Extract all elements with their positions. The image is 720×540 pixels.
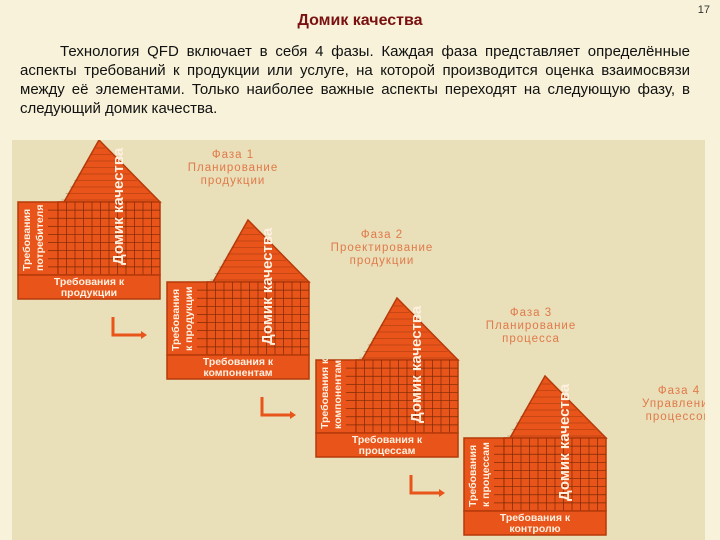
phase-label: Фаза 1 [212,149,254,161]
arrow-head [141,331,147,339]
arrow-head [439,489,445,497]
bottom-label: Требования к [203,356,274,368]
roof-label: Домик качества [556,383,573,501]
phase-arrow [260,397,290,417]
house-roof [58,140,162,203]
house-bottom-bar [17,274,161,300]
side-label: потребителя [34,205,46,271]
phase-arrow [409,475,439,495]
side-label: к продукции [183,287,195,351]
bottom-label: процессам [359,445,416,457]
roof-label: Домик качества [110,147,127,265]
side-label: к процессам [480,442,492,507]
phase-label: Планирование [188,162,278,174]
house-roof [356,296,460,361]
phase-label: процесса [502,333,560,345]
house-side-column [17,201,59,276]
house-roof [504,374,608,439]
side-label: компонентам [332,360,344,429]
roof-label: Домик качества [259,227,276,345]
house-roof [207,218,311,283]
body-paragraph: Технология QFD включает в себя 4 фазы. К… [20,43,690,117]
phase-label: Фаза 3 [510,307,552,319]
phase-label: Проектирование [331,242,434,254]
house-bottom-bar [166,354,310,380]
slide-title: Домик качества [297,12,423,29]
page-number: 17 [697,4,710,16]
phase-label: Управление [642,398,705,410]
phase-label: Планирование [486,320,576,332]
arrow-head [290,411,296,419]
phase-label: продукции [201,175,266,187]
side-label: Требования [21,209,33,271]
bottom-label: Требования к [54,276,125,288]
bottom-label: Требования к [500,512,571,524]
phase-arrow [111,317,141,337]
phase-label: Фаза 2 [361,229,403,241]
bottom-label: Требования к [352,434,423,446]
side-label: Требования [467,445,479,507]
house-bottom-bar [315,432,459,458]
phase-label: процессом [646,411,705,423]
house-bottom-bar [463,510,607,536]
phase-label: Фаза 4 [658,385,700,397]
bottom-label: продукции [61,287,117,299]
side-label: Требования к [319,358,331,429]
side-label: Требования [170,289,182,351]
roof-label: Домик качества [408,305,425,423]
bottom-label: компонентам [203,367,272,379]
phase-label: продукции [350,255,415,267]
bottom-label: контролю [509,523,560,535]
